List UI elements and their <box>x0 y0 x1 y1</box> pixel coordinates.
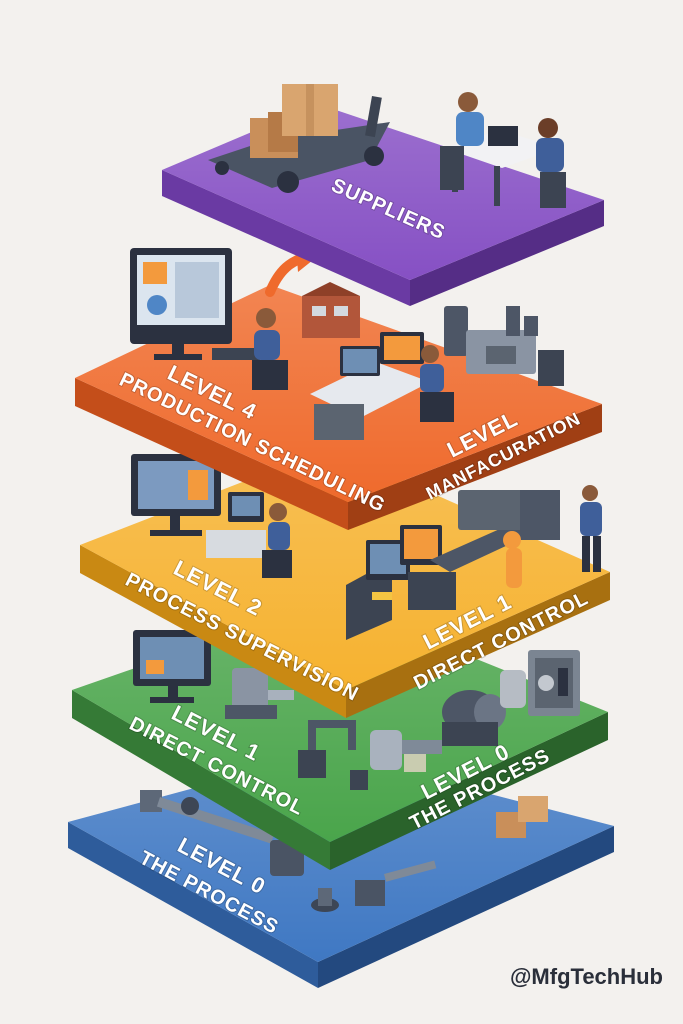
control-console-icon <box>346 525 442 640</box>
layer-suppliers-side-right <box>410 200 604 306</box>
layer-level2-side-left <box>80 545 346 718</box>
layer-level2-side-right <box>346 572 610 718</box>
layer-level1-side-left <box>72 690 330 870</box>
robot-arm-icon <box>458 490 560 588</box>
cardboard-boxes-icon <box>496 796 548 838</box>
layer-level4-side-right <box>348 404 602 530</box>
motor-icon <box>442 670 526 746</box>
layer-level0-side-right <box>318 826 614 988</box>
layer-level1-side-right <box>330 712 608 870</box>
layer-level0-side-left <box>68 822 318 988</box>
pipeline-icon <box>140 790 304 876</box>
computer-monitor-icon <box>130 248 232 360</box>
cardboard-boxes-icon <box>250 84 338 158</box>
valve-icon <box>311 860 437 912</box>
control-desk-icon <box>310 332 454 440</box>
control-cabinet-icon <box>528 650 580 716</box>
valve-icon <box>298 720 356 778</box>
computer-monitor-icon <box>133 630 211 703</box>
watermark-handle: @MfgTechHub <box>509 964 663 989</box>
operator-icon <box>206 492 292 578</box>
operator-icon <box>212 308 288 390</box>
computer-monitor-icon <box>131 454 221 536</box>
layer-suppliers: SUPPLIERS <box>162 84 604 306</box>
layer-level4-side-left <box>75 378 348 530</box>
delivery-cart-icon <box>208 96 390 193</box>
pump-icon <box>225 668 294 719</box>
worker-icon <box>580 485 602 572</box>
layer-suppliers-side-left <box>162 170 410 306</box>
office-workers-icon <box>440 92 566 208</box>
valve-icon <box>350 730 442 790</box>
factory-building-icon <box>302 282 360 338</box>
machinery-icon <box>444 306 564 386</box>
